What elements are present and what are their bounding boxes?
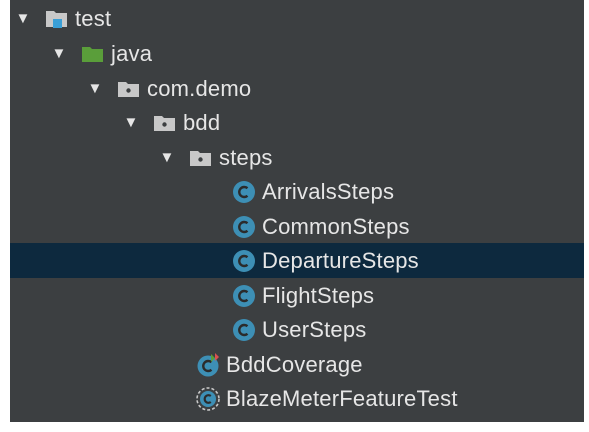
class-icon: [233, 284, 255, 307]
tree-item-label: BddCoverage: [226, 352, 363, 377]
tree-item-label: DepartureSteps: [262, 248, 419, 273]
tree-item-test[interactable]: ▼ test: [10, 1, 584, 36]
expand-arrow-icon[interactable]: ▼: [87, 80, 103, 97]
tree-item-common-steps[interactable]: CommonSteps: [10, 209, 584, 244]
package-icon: [154, 115, 175, 131]
tree-item-label: CommonSteps: [262, 214, 410, 239]
tree-item-bdd[interactable]: ▼ bdd: [10, 105, 584, 140]
tree-item-user-steps[interactable]: UserSteps: [10, 312, 584, 347]
tree-item-label: test: [75, 6, 112, 31]
test-folder-icon: [46, 10, 67, 28]
tree-item-bdd-coverage[interactable]: BddCoverage: [10, 347, 584, 382]
tree-item-label: FlightSteps: [262, 283, 375, 308]
source-root-folder-icon: [82, 46, 103, 62]
tree-item-label: java: [111, 41, 153, 66]
test-class-icon: [197, 352, 219, 376]
project-tree-panel: ▼ test ▼ java ▼ com.demo ▼ bdd ▼: [10, 0, 584, 422]
tree-item-label: steps: [219, 145, 273, 170]
tree-item-label: UserSteps: [262, 317, 367, 342]
tree-item-label: com.demo: [147, 76, 252, 101]
tree-item-departure-steps[interactable]: DepartureSteps: [10, 243, 584, 278]
class-icon: [233, 318, 255, 341]
tree-item-arrivals-steps[interactable]: ArrivalsSteps: [10, 174, 584, 209]
class-icon: [233, 249, 255, 272]
expand-arrow-icon[interactable]: ▼: [15, 10, 31, 27]
tree-item-label: BlazeMeterFeatureTest: [226, 386, 458, 411]
expand-arrow-icon[interactable]: ▼: [159, 149, 175, 166]
tree-item-steps[interactable]: ▼ steps: [10, 140, 584, 175]
package-icon: [118, 81, 139, 97]
expand-arrow-icon[interactable]: ▼: [123, 114, 139, 131]
class-icon: [233, 180, 255, 203]
tree-item-label: bdd: [183, 110, 221, 135]
tree-item-com-demo[interactable]: ▼ com.demo: [10, 71, 584, 106]
tree-item-blazemeter-feature-test[interactable]: BlazeMeterFeatureTest: [10, 381, 584, 416]
tree-item-label: ArrivalsSteps: [262, 179, 395, 204]
tree-item-java[interactable]: ▼ java: [10, 36, 584, 71]
class-icon: [233, 215, 255, 238]
tree-item-flight-steps[interactable]: FlightSteps: [10, 278, 584, 313]
package-icon: [190, 150, 211, 166]
expand-arrow-icon[interactable]: ▼: [51, 45, 67, 62]
abstract-class-icon: [196, 386, 220, 411]
